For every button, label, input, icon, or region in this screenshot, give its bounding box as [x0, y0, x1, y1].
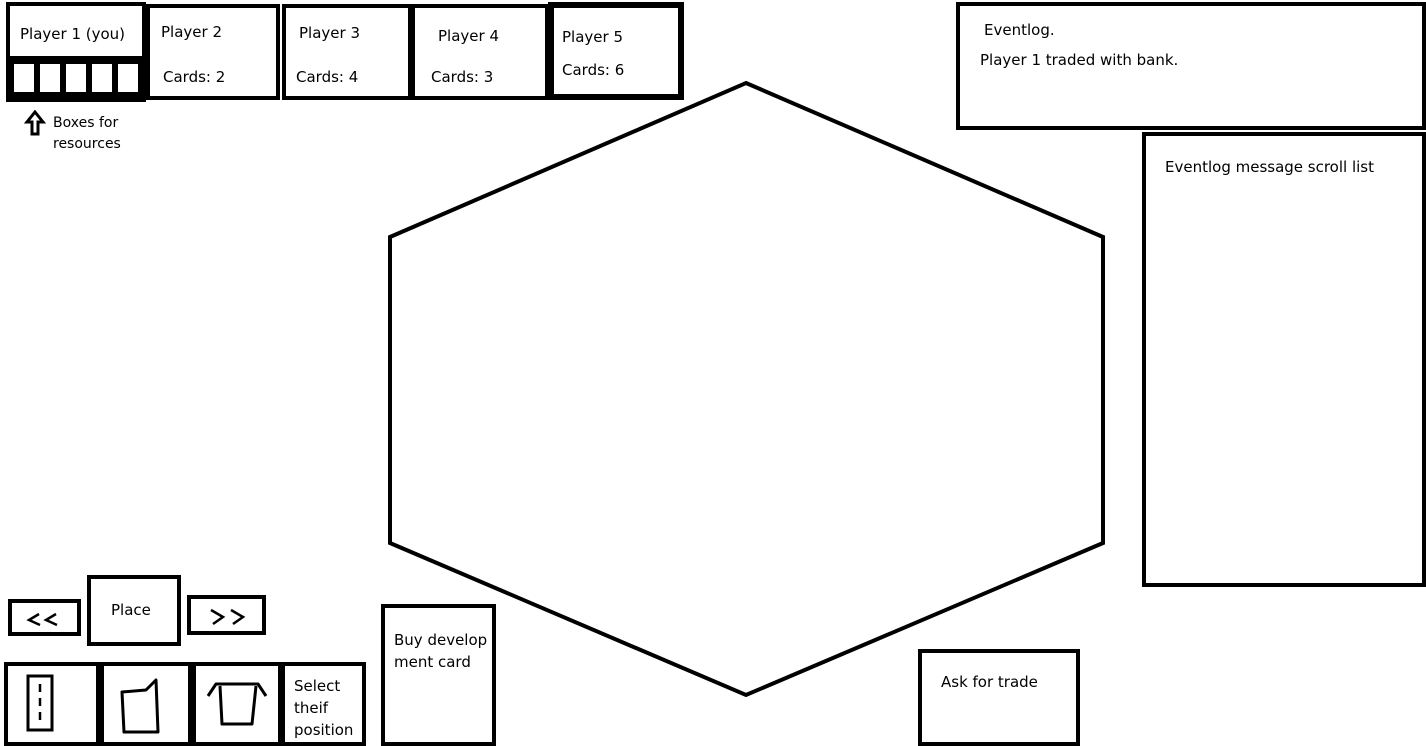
double-chevron-left-icon [26, 612, 58, 627]
board-hexagon[interactable] [388, 80, 1105, 698]
eventlog-scroll-list-label: Eventlog message scroll list [1165, 158, 1374, 176]
resource-boxes [6, 58, 146, 102]
resources-annotation-line1: Boxes for [53, 115, 119, 131]
road-icon [26, 674, 54, 732]
player-3-name: Player 3 [299, 24, 360, 42]
buy-development-card-button[interactable]: Buy develop ment card [381, 604, 496, 746]
player-2-panel[interactable]: Player 2 Cards: 2 [146, 4, 280, 100]
buy-dev-card-line2: ment card [394, 653, 471, 671]
build-settlement-button[interactable] [100, 662, 192, 746]
player-4-panel[interactable]: Player 4 Cards: 3 [411, 4, 549, 100]
resource-slot-3[interactable] [66, 64, 86, 92]
game-board[interactable] [386, 80, 1108, 700]
resource-slot-2[interactable] [40, 64, 60, 92]
player-2-name: Player 2 [161, 23, 222, 41]
double-chevron-right-icon [210, 608, 246, 626]
eventlog-panel: Eventlog. Player 1 traded with bank. [956, 2, 1426, 130]
thief-label-line2: theif [294, 699, 329, 717]
player-3-cards: Cards: 4 [296, 68, 359, 86]
place-button[interactable]: Place [87, 575, 181, 646]
player-5-panel[interactable]: Player 5 Cards: 6 [548, 2, 684, 100]
next-button[interactable] [187, 595, 266, 635]
prev-button[interactable] [8, 599, 81, 636]
build-road-button[interactable] [4, 662, 100, 746]
eventlog-title: Eventlog. [984, 21, 1055, 39]
ask-for-trade-label: Ask for trade [941, 673, 1038, 691]
ask-for-trade-button[interactable]: Ask for trade [918, 649, 1080, 746]
thief-label-line1: Select [294, 677, 341, 695]
player-3-panel[interactable]: Player 3 Cards: 4 [282, 4, 412, 100]
player-4-cards: Cards: 3 [431, 68, 494, 86]
eventlog-scroll-list[interactable]: Eventlog message scroll list [1142, 132, 1426, 587]
resource-slot-5[interactable] [118, 64, 138, 92]
resource-slot-4[interactable] [92, 64, 112, 92]
city-icon [206, 682, 268, 726]
buy-dev-card-line1: Buy develop [394, 631, 488, 649]
select-thief-position-button[interactable]: Select theif position [281, 662, 366, 746]
resources-annotation-line2: resources [53, 136, 121, 152]
place-button-label: Place [111, 601, 151, 619]
arrow-up-icon [24, 110, 46, 136]
thief-label-line3: position [294, 721, 354, 739]
build-city-button[interactable] [192, 662, 282, 746]
resource-slot-1[interactable] [14, 64, 34, 92]
player-5-cards: Cards: 6 [562, 61, 625, 79]
player-2-cards: Cards: 2 [163, 68, 226, 86]
player-4-name: Player 4 [438, 27, 499, 45]
player-1-panel: Player 1 (you) [6, 2, 146, 60]
player-1-name: Player 1 (you) [20, 25, 126, 43]
settlement-icon [120, 678, 160, 734]
eventlog-latest-message: Player 1 traded with bank. [980, 51, 1179, 69]
player-5-name: Player 5 [562, 28, 623, 46]
